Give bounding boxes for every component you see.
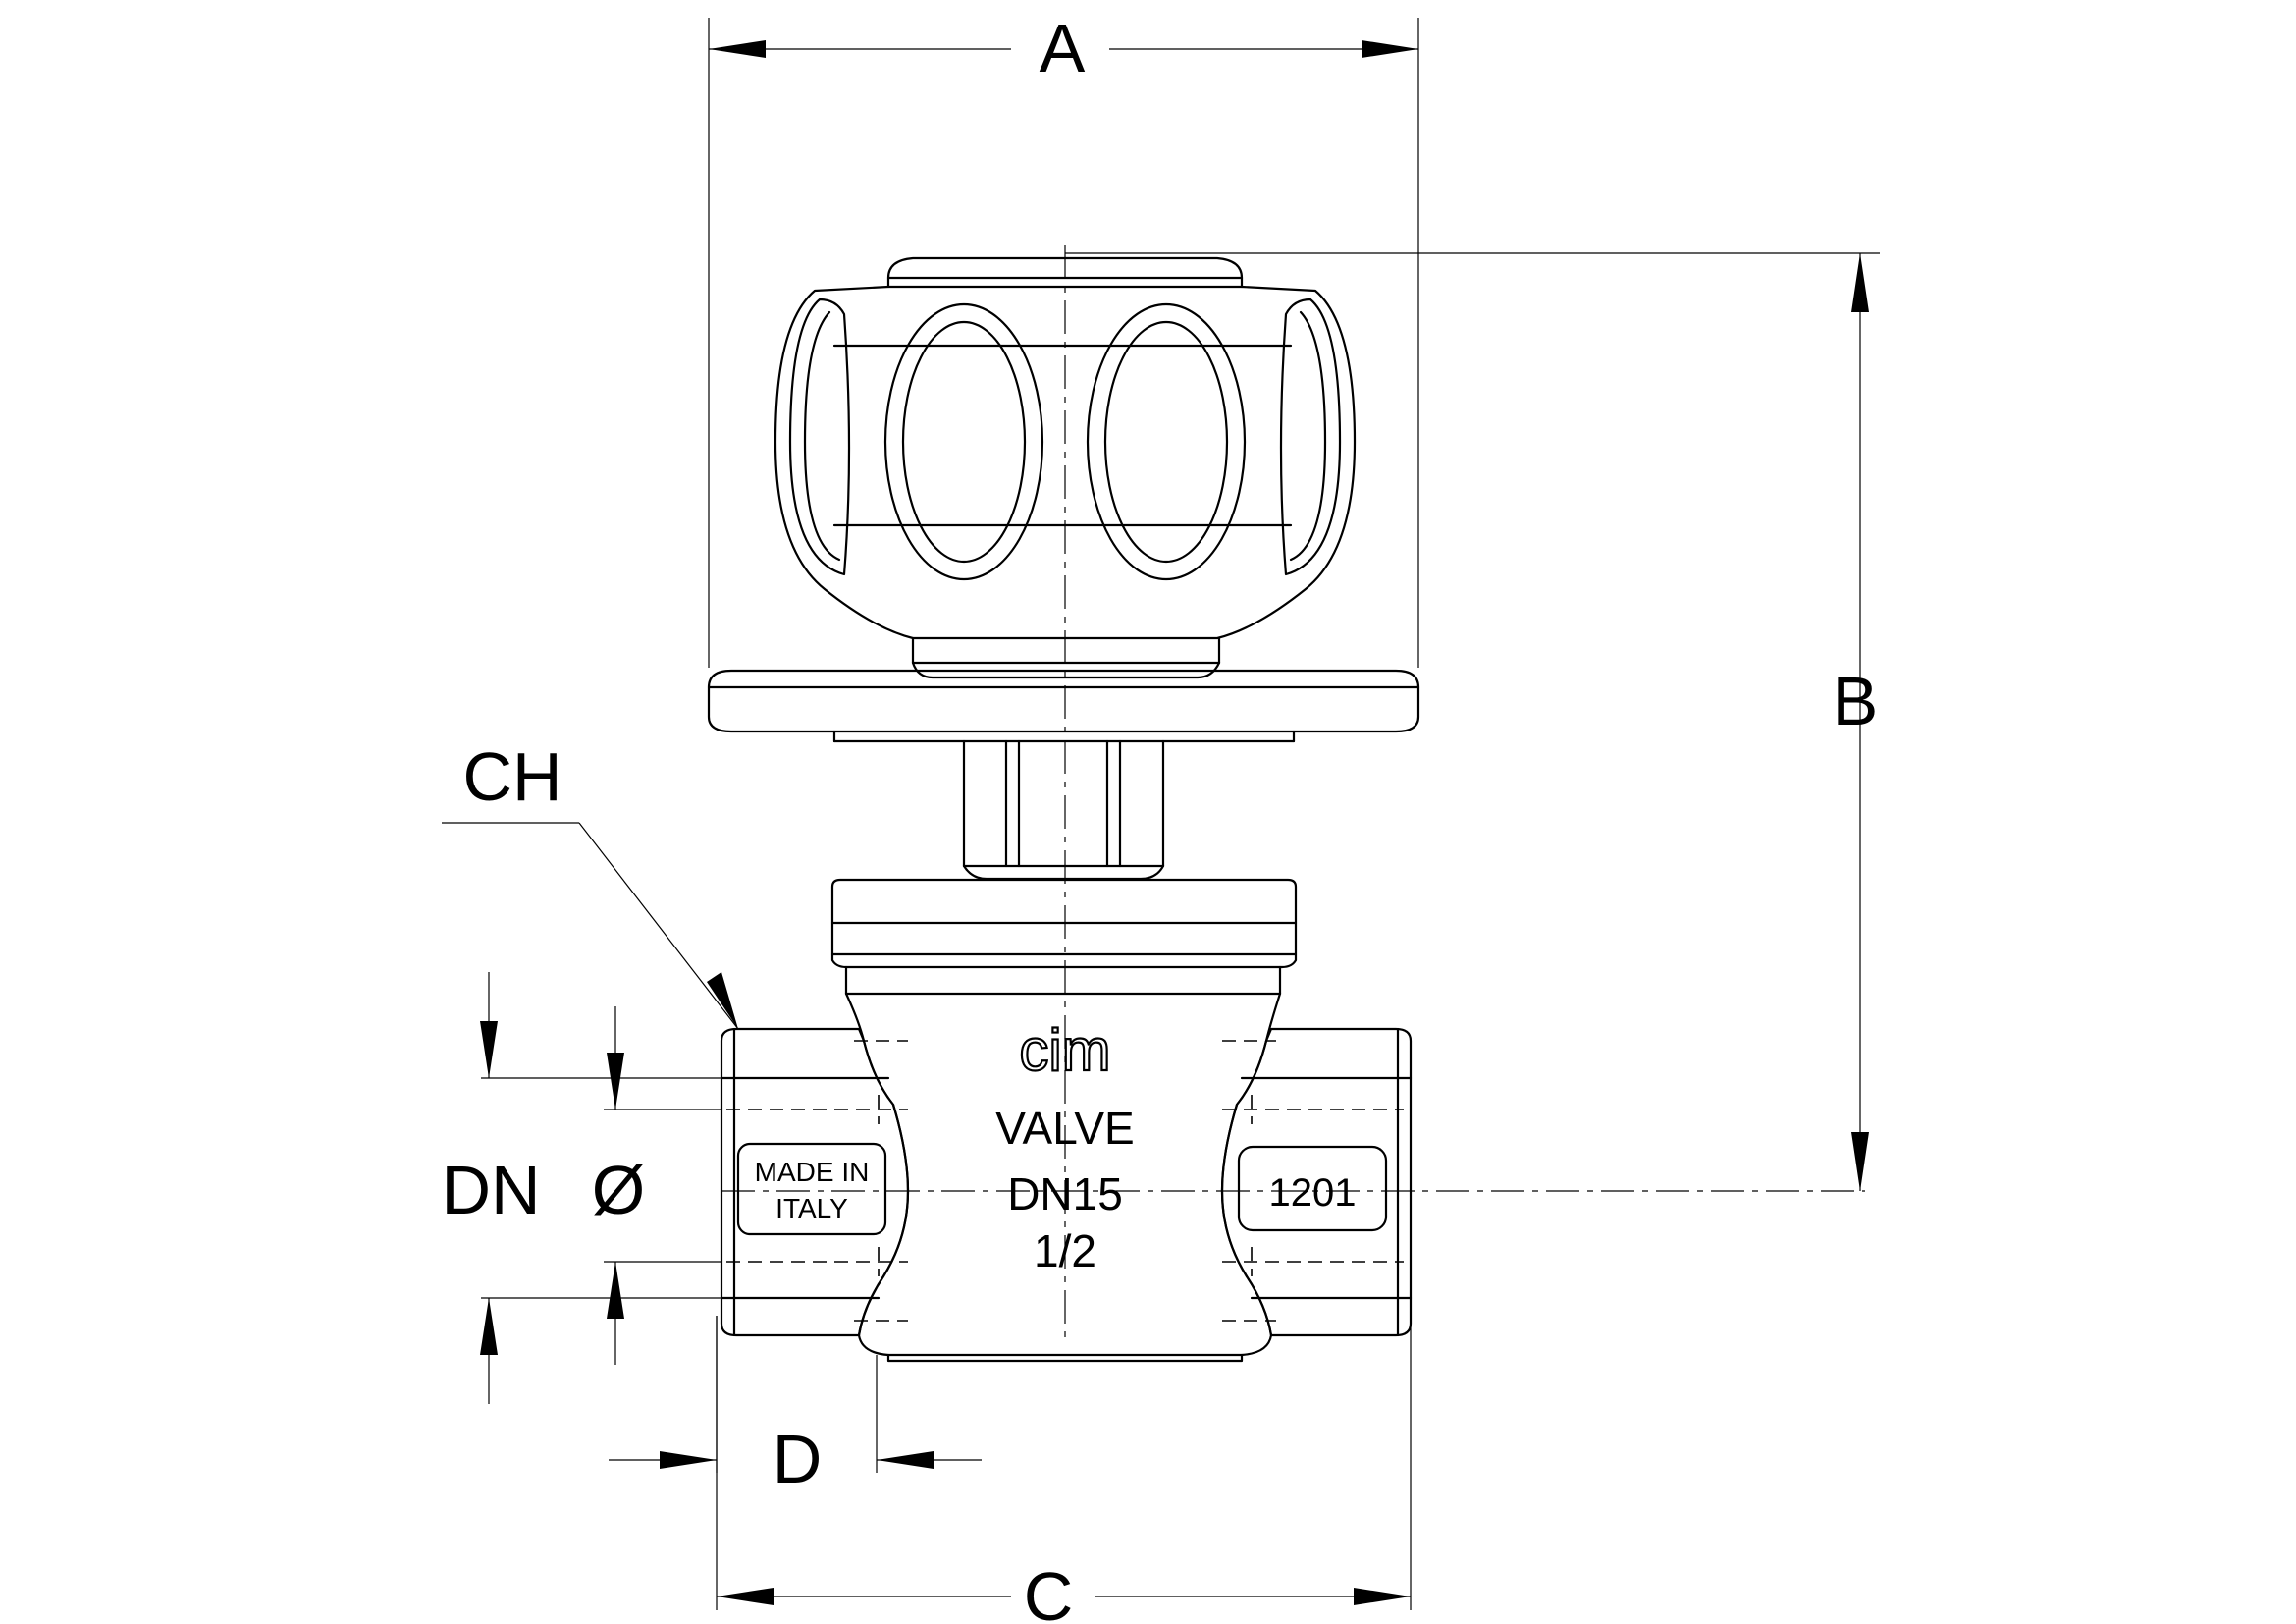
brand-logo: cim [1019, 1017, 1110, 1083]
dimension-a: A [708, 10, 1419, 668]
dimension-label-diameter: Ø [592, 1152, 645, 1228]
marking-size: DN15 [1007, 1168, 1123, 1219]
marking-model: 1201 [1269, 1171, 1357, 1215]
marking-origin-line1: MADE IN [755, 1157, 870, 1187]
dimension-d: D [609, 1316, 982, 1497]
bonnet-plate [707, 669, 1420, 743]
bonnet [830, 878, 1298, 996]
dimension-label-c: C [1024, 1558, 1074, 1624]
dimension-diameter: Ø [592, 1006, 721, 1365]
dimension-label-b: B [1833, 663, 1879, 739]
centerlines [721, 245, 1865, 1345]
valve-body [720, 992, 1413, 1363]
dimension-b: B [1065, 252, 1880, 1191]
dimension-ch-leader: CH [442, 738, 739, 1030]
stem [962, 739, 1165, 881]
dimension-label-ch: CH [462, 738, 561, 815]
dimension-label-d: D [773, 1421, 823, 1497]
handwheel [774, 256, 1357, 679]
marking-origin-line2: ITALY [775, 1193, 848, 1223]
origin-label-box [736, 1142, 887, 1236]
marking-product: VALVE [995, 1103, 1134, 1154]
dimension-label-dn: DN [441, 1152, 540, 1228]
dimension-label-a: A [1040, 10, 1086, 86]
model-label-box [1237, 1145, 1388, 1232]
marking-thread: 1/2 [1034, 1225, 1096, 1276]
dimension-dn: DN [441, 972, 721, 1404]
body-markings: cim VALVE DN15 1/2 MADE IN ITALY 1201 [736, 1016, 1388, 1276]
